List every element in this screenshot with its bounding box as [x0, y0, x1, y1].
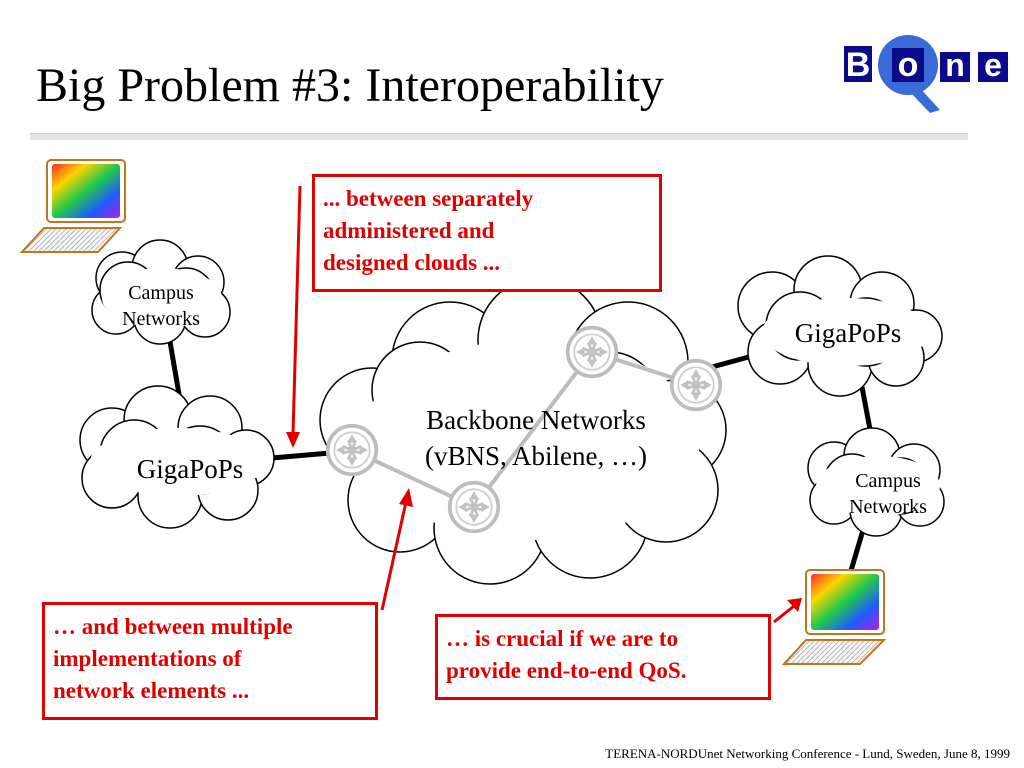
footer-text: TERENA-NORDUnet Networking Conference - …	[605, 746, 1010, 761]
campus-networks-label-left: Campus Networks	[122, 282, 200, 330]
cloud-campus-bottom-right	[807, 427, 945, 537]
backbone-networks-label: Backbone Networks (vBNS, Abilene, …)	[425, 405, 647, 471]
logo-letter-n: n	[945, 47, 965, 83]
slide-title: Big Problem #3: Interoperability	[36, 59, 664, 112]
router-icon	[325, 423, 379, 477]
title-divider	[30, 133, 968, 140]
callout-top: ... between separately administered and …	[312, 174, 662, 292]
arrow-bottom-left-callout	[380, 488, 413, 611]
logo-letter-e: e	[984, 47, 1002, 83]
gigapops-label-left: GigaPoPs	[136, 454, 244, 484]
router-icon	[565, 325, 619, 379]
computer-icon	[781, 569, 887, 665]
arrow-top-callout	[286, 185, 302, 448]
callout-bottom-right: … is crucial if we are to provide end-to…	[435, 614, 771, 700]
logo-letter-o: o	[898, 46, 919, 84]
router-icon	[447, 480, 501, 534]
gigapops-label-right: GigaPoPs	[794, 318, 902, 348]
cloud-gigapops-left	[79, 385, 275, 529]
link-gigapop-left-backbone	[271, 450, 331, 461]
campus-networks-label-right: Campus Networks	[849, 470, 927, 518]
callout-bottom-left: … and between multiple implementations o…	[42, 602, 378, 720]
computer-icon	[19, 159, 126, 253]
cloud-campus-top-left	[91, 239, 231, 345]
arrow-bottom-right-callout	[773, 598, 802, 624]
qbone-logo: B o n e	[844, 35, 1008, 113]
cloud-gigapops-right	[737, 255, 943, 397]
logo-letter-b: B	[846, 46, 871, 84]
